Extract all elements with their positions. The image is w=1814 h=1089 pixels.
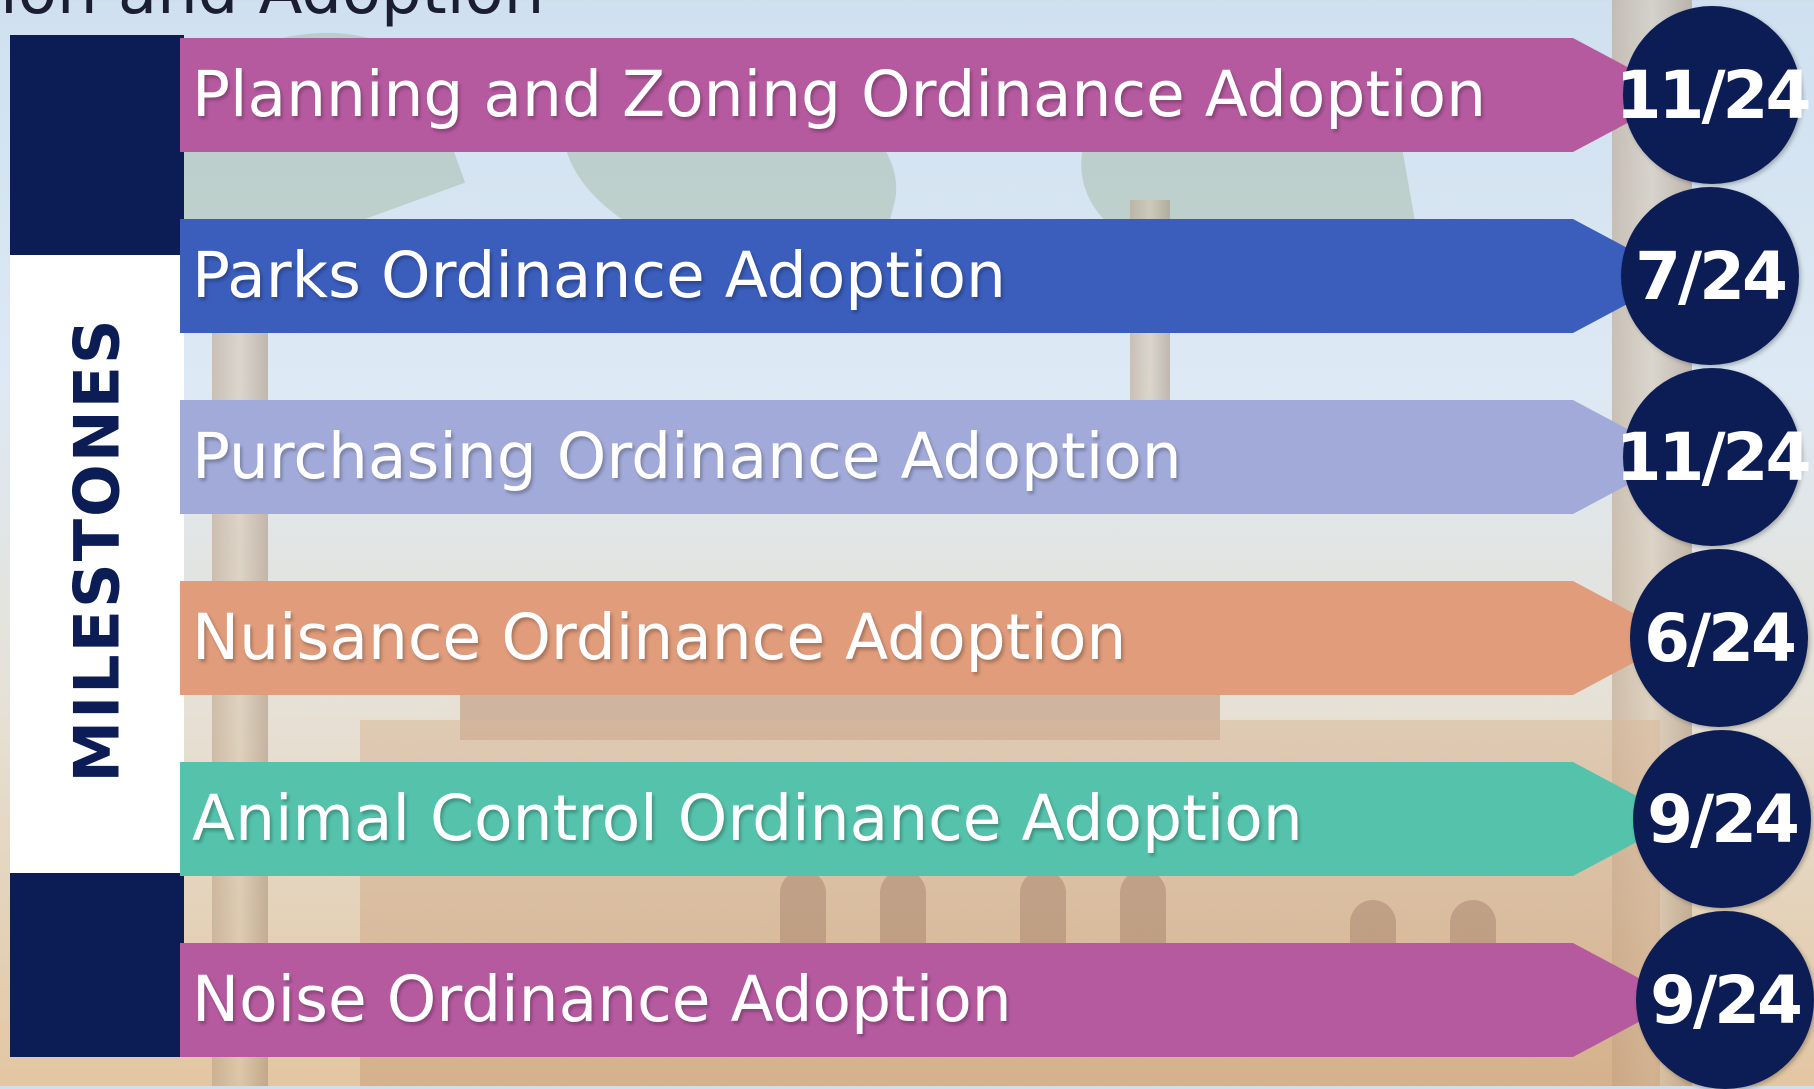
- milestone-arrow: [180, 762, 1680, 876]
- milestones-sidebar: MILESTONES: [10, 35, 184, 1057]
- milestone-date-badge: 6/24: [1630, 549, 1808, 727]
- milestone-label: Noise Ordinance Adoption: [192, 963, 1012, 1036]
- milestone-date: 11/24: [1615, 418, 1812, 496]
- milestone-date: 6/24: [1644, 599, 1797, 677]
- sidebar-top-block: [10, 35, 184, 255]
- milestone-arrow: [180, 581, 1680, 695]
- milestone-arrow: [180, 400, 1680, 514]
- milestone-date: 9/24: [1647, 780, 1800, 858]
- milestone-arrow: [180, 943, 1680, 1057]
- building-window: [1120, 870, 1166, 950]
- milestone-row-planning-zoning: Planning and Zoning Ordinance Adoption 1…: [180, 6, 1811, 184]
- milestone-label: Planning and Zoning Ordinance Adoption: [192, 58, 1486, 131]
- sidebar-label: MILESTONES: [60, 317, 134, 783]
- sidebar-label-block: [10, 255, 184, 873]
- milestone-date: 9/24: [1650, 961, 1803, 1039]
- milestone-date-badge: 9/24: [1636, 911, 1814, 1089]
- milestone-date: 7/24: [1635, 237, 1788, 315]
- milestone-row-purchasing: Purchasing Ordinance Adoption 11/24: [180, 368, 1811, 546]
- milestone-label: Animal Control Ordinance Adoption: [192, 782, 1303, 855]
- building-window: [1020, 870, 1066, 950]
- building-window: [880, 870, 926, 950]
- milestone-row-animal-control: Animal Control Ordinance Adoption 9/24: [180, 730, 1811, 908]
- slide-title: ion and Adoption: [0, 0, 544, 24]
- milestone-row-noise: Noise Ordinance Adoption 9/24: [180, 911, 1814, 1089]
- milestone-label: Nuisance Ordinance Adoption: [192, 601, 1127, 674]
- milestone-date-badge: 9/24: [1633, 730, 1811, 908]
- milestone-label: Parks Ordinance Adoption: [192, 239, 1006, 312]
- milestone-date-badge: 7/24: [1621, 187, 1799, 365]
- milestone-row-nuisance: Nuisance Ordinance Adoption 6/24: [180, 549, 1808, 727]
- milestone-row-parks: Parks Ordinance Adoption 7/24: [180, 187, 1800, 365]
- milestone-date-badge: 11/24: [1616, 6, 1811, 184]
- sidebar-bottom-block: [10, 873, 184, 1057]
- milestone-arrow: [180, 38, 1680, 152]
- milestone-date: 11/24: [1615, 56, 1812, 134]
- milestone-arrow: [180, 219, 1680, 333]
- building-window: [780, 870, 826, 950]
- milestone-label: Purchasing Ordinance Adoption: [192, 420, 1182, 493]
- milestone-date-badge: 11/24: [1616, 368, 1811, 546]
